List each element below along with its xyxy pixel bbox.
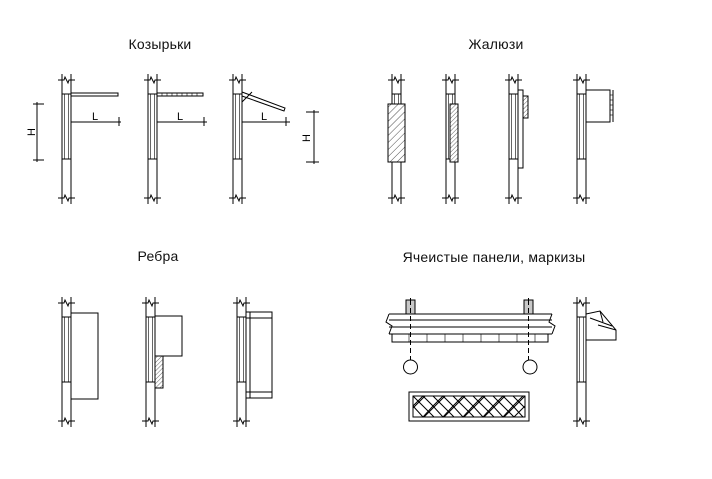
dim-height-1: H	[26, 128, 38, 136]
marquee-awning	[572, 296, 617, 428]
cellular-panel-plan	[408, 391, 530, 422]
dim-length-1: L	[92, 111, 98, 123]
blind-4	[572, 73, 614, 205]
blind-2	[441, 73, 460, 205]
blind-1	[387, 73, 406, 205]
canopy-inclined: L H	[228, 73, 319, 205]
dim-height-2: H	[301, 134, 313, 142]
dim-length-3: L	[261, 111, 267, 123]
title-panels: Ячеистые панели, маркизы	[402, 249, 586, 265]
rib-2	[141, 296, 183, 428]
title-canopies: Козырьки	[128, 36, 192, 52]
blind-3	[504, 73, 529, 205]
cellular-panel-section	[385, 298, 556, 375]
canopy-flat: L H	[26, 73, 121, 205]
title-blinds: Жалюзи	[468, 36, 524, 52]
rib-3	[232, 296, 273, 428]
rib-1	[57, 296, 99, 428]
canopy-slatted: L	[143, 73, 207, 205]
title-ribs: Ребра	[137, 248, 179, 264]
dim-length-2: L	[177, 111, 183, 123]
